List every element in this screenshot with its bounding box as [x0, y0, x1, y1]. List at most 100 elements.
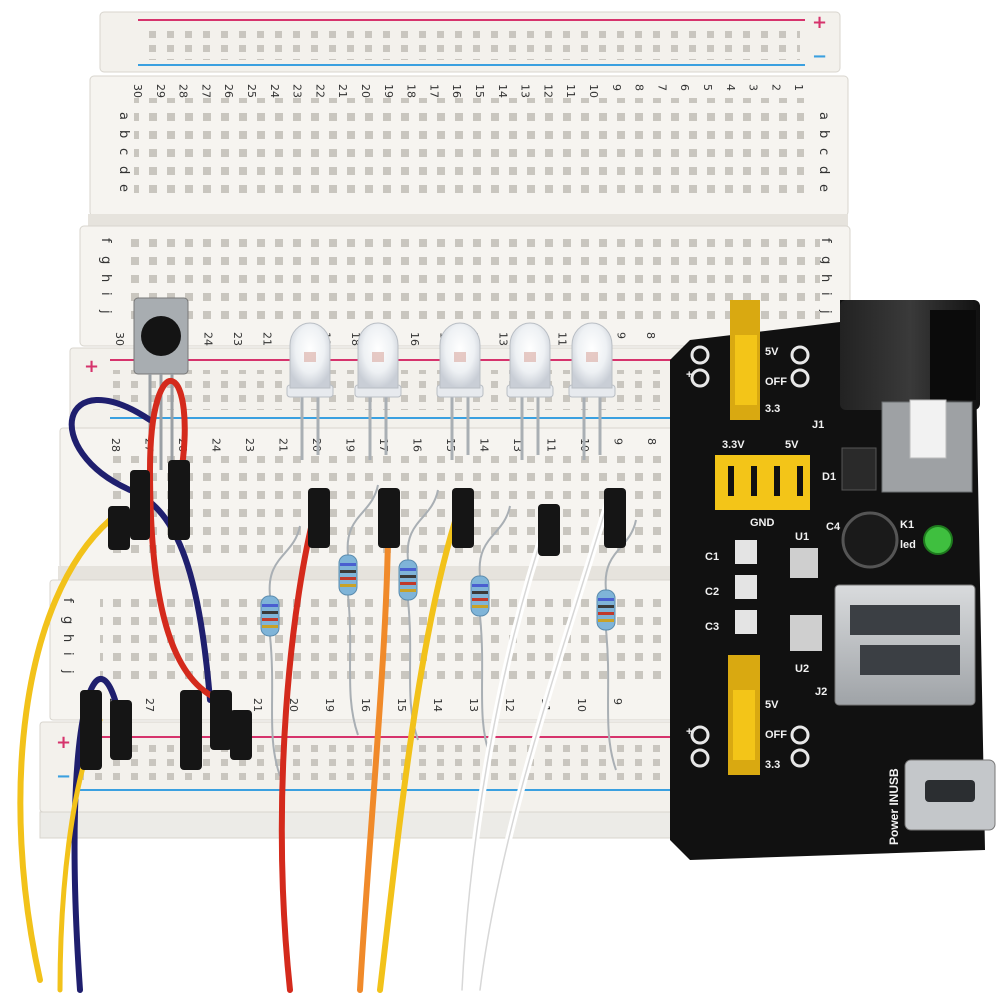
column-number: 13 [497, 332, 510, 346]
column-number: 12 [541, 84, 554, 98]
lower-divider [58, 566, 710, 580]
column-number: 19 [344, 438, 357, 452]
row-letter: g [818, 256, 833, 264]
column-number: 1 [792, 84, 805, 91]
column-number: 22 [313, 84, 326, 98]
column-number: 7 [655, 84, 668, 91]
column-number: 21 [277, 438, 290, 452]
upper-rail-holes [140, 26, 800, 60]
column-number: 30 [131, 84, 144, 98]
wire-white-1-edge [461, 517, 549, 991]
micro-usb-slot [925, 780, 975, 802]
upper-terminal-holes [134, 98, 804, 198]
column-number: 15 [395, 698, 408, 712]
column-number: 9 [615, 332, 628, 339]
center-divider [88, 214, 848, 228]
wire-red-center [278, 497, 321, 993]
column-number: 5 [701, 84, 714, 91]
column-number: 21 [251, 698, 264, 712]
ir-receiver-lens [141, 316, 181, 356]
column-number: 16 [450, 84, 463, 98]
upper-plus-sign: + [812, 12, 827, 33]
column-number: 28 [177, 84, 190, 98]
top-off-label: OFF [765, 376, 787, 388]
row-letter: h [60, 634, 75, 642]
row-letter: g [60, 616, 75, 624]
top-33-label: 3.3 [765, 403, 780, 415]
row-letter: j [98, 309, 113, 314]
power-in-usb-label: Power INUSB [887, 768, 901, 845]
usb-port-slot-inner [860, 645, 960, 675]
column-number: 13 [467, 698, 480, 712]
usb-port-slot [850, 605, 960, 635]
column-number: 8 [633, 84, 646, 91]
column-number: 14 [478, 438, 491, 452]
bottom-33-label: 3.3 [765, 759, 780, 771]
column-number: 26 [222, 84, 235, 98]
middle-terminal-holes [130, 230, 820, 326]
power-supply-module: 5V OFF 3.3 3.3V 5V GND J1 D1 C4 U1 C1 C2… [670, 300, 996, 860]
status-led [923, 525, 953, 555]
regulator-u2 [790, 615, 822, 651]
column-number: 17 [427, 84, 440, 98]
solder-pads [690, 345, 810, 768]
middle-plus-sign: + [84, 356, 99, 377]
power-switch-button[interactable] [909, 399, 947, 459]
row-letter: b [816, 130, 831, 138]
label-33v: 3.3V [722, 439, 745, 451]
row-letter: d [116, 166, 131, 174]
column-number: 23 [243, 438, 256, 452]
column-number: 11 [556, 332, 569, 346]
column-number: 14 [496, 84, 509, 98]
row-letter: c [116, 148, 131, 155]
column-number: 16 [408, 332, 421, 346]
top-5v-label: 5V [765, 346, 779, 358]
column-number: 18 [405, 84, 418, 98]
wire-navy-loop [68, 397, 213, 703]
c2-label: C2 [705, 586, 719, 598]
top-jumper-cap[interactable] [735, 335, 757, 405]
column-number: 13 [519, 84, 532, 98]
electrolytic-capacitor-c4 [841, 511, 899, 569]
column-number: 15 [473, 84, 486, 98]
column-number: 21 [261, 332, 274, 346]
bottom-rail-holes [80, 745, 690, 785]
row-letter: a [816, 112, 831, 120]
column-number: 20 [287, 698, 300, 712]
clear-led [354, 322, 402, 460]
gnd-header-pins [728, 466, 803, 496]
wire-yellow-left [17, 517, 113, 983]
wire-yellow-center [377, 497, 465, 993]
column-number: 25 [245, 84, 258, 98]
row-letter: h [818, 274, 833, 282]
column-number: 10 [575, 698, 588, 712]
row-letter: f [818, 238, 833, 243]
gnd-label: GND [750, 517, 775, 529]
diode-d1 [841, 447, 877, 491]
column-number: 23 [291, 84, 304, 98]
clear-led [568, 322, 616, 460]
column-number: 27 [143, 698, 156, 712]
column-number: 2 [769, 84, 782, 91]
clear-led [436, 322, 484, 460]
column-number: 8 [644, 332, 657, 339]
column-number: 20 [359, 84, 372, 98]
column-number: 30 [113, 332, 126, 346]
row-letter: a [116, 112, 131, 120]
column-number: 17 [377, 438, 390, 452]
column-number: 4 [724, 84, 737, 91]
column-number: 19 [323, 698, 336, 712]
row-letter: j [60, 669, 75, 674]
bottom-minus-sign: − [56, 766, 71, 787]
row-letter: e [816, 184, 831, 192]
row-letter: i [818, 292, 833, 296]
bottom-jumper-cap[interactable] [733, 690, 755, 760]
resistor [470, 505, 511, 757]
k1-label: K1 [900, 519, 914, 531]
row-letter: i [60, 652, 75, 656]
row-letter: i [98, 292, 113, 296]
column-number: 11 [564, 84, 577, 98]
